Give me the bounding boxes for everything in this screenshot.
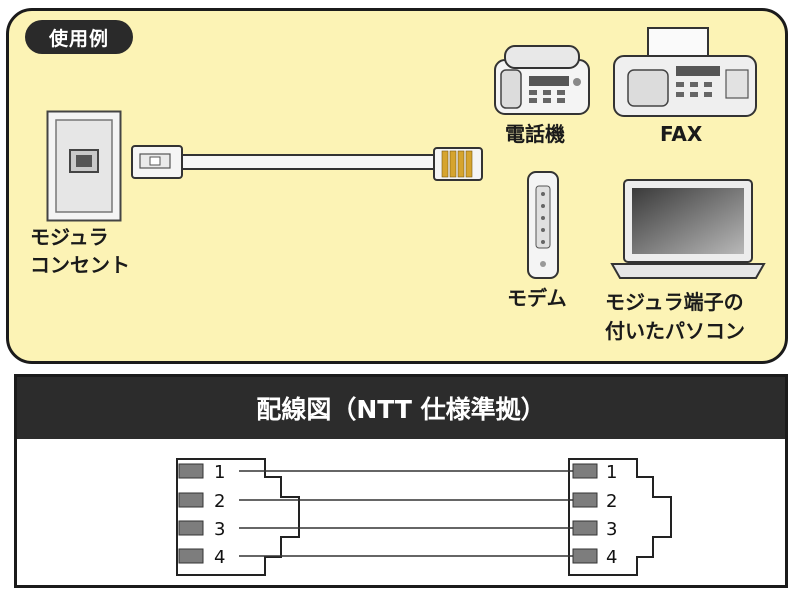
laptop-pc-icon [610, 179, 766, 279]
pc-label-line2: 付いたパソコン [605, 319, 745, 343]
telephone-icon [494, 45, 590, 115]
right-pin-4-number: 4 [606, 547, 617, 568]
left-pin-1 [178, 463, 204, 479]
right-pin-3-number: 3 [606, 519, 617, 540]
telephone-label: 電話機 [505, 122, 565, 146]
wiring-diagram-title: 配線図（NTT 仕様準拠） [17, 377, 785, 439]
pc-label-line1: モジュラ端子の [605, 290, 744, 314]
modem-icon [527, 171, 559, 279]
right-pin-3 [572, 520, 598, 536]
wiring-diagram-panel: 配線図（NTT 仕様準拠） [14, 374, 788, 588]
left-pin-2 [178, 492, 204, 508]
modular-outlet-label-line2: コンセント [30, 253, 130, 277]
left-pin-4-number: 4 [214, 547, 225, 568]
right-pin-1-number: 1 [606, 462, 617, 483]
left-pin-3 [178, 520, 204, 536]
left-pin-4 [178, 548, 204, 564]
usage-example-badge: 使用例 [25, 20, 133, 54]
right-pin-2 [572, 492, 598, 508]
left-pin-1-number: 1 [214, 462, 225, 483]
right-pin-1 [572, 463, 598, 479]
fax-icon [613, 27, 757, 117]
wiring-diagram: 1 2 3 4 1 2 3 4 [176, 458, 672, 576]
modular-outlet-label-line1: モジュラ [30, 225, 109, 249]
right-connector-outline [568, 458, 672, 576]
right-pin-2-number: 2 [606, 491, 617, 512]
modular-outlet-icon [46, 110, 122, 222]
right-pin-4 [572, 548, 598, 564]
modem-label: モデム [507, 286, 567, 310]
left-connector-outline [176, 458, 300, 576]
left-pin-3-number: 3 [214, 519, 225, 540]
fax-label: FAX [660, 122, 703, 146]
left-pin-2-number: 2 [214, 491, 225, 512]
modular-cable-icon [131, 145, 483, 181]
